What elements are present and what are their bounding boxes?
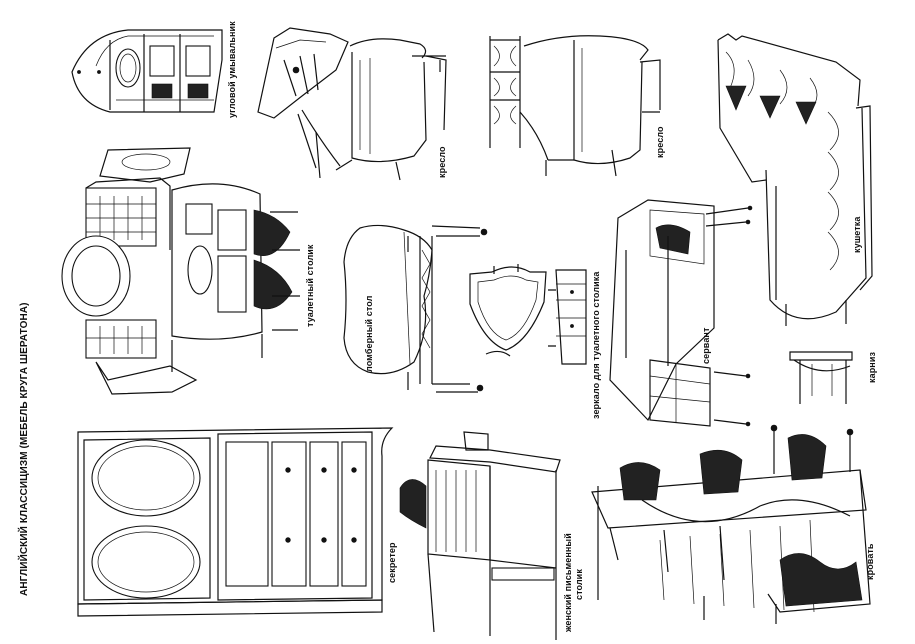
plate-title: АНГЛИЙСКИЙ КЛАССИЦИЗМ (МЕБЕЛЬ КРУГА ШЕРА… [19, 302, 30, 596]
label-cornice: карниз [867, 351, 877, 383]
label-bed: кровать [865, 543, 875, 580]
label-armchair-2: кресло [655, 126, 665, 158]
armchair-2-drawing [489, 35, 661, 177]
label-armchair-1: кресло [437, 146, 447, 178]
label-dressing-table: туалетный столик [305, 244, 315, 328]
label-dressing-mirror: зеркало для туалетного столика [591, 271, 601, 419]
secretaire-drawing [77, 427, 394, 617]
writing-table-drawing [399, 431, 561, 640]
label-card-table: ломберный стол [364, 295, 374, 372]
couch-drawing [717, 33, 873, 326]
card-table-drawing [343, 224, 488, 393]
label-writing-table-line2: столик [574, 569, 584, 600]
dressing-mirror-drawing [469, 264, 587, 365]
armchair-1-drawing [257, 27, 447, 181]
label-secretaire: секретер [387, 542, 397, 583]
label-couch: кушетка [852, 216, 862, 253]
label-corner-washstand: угловой умывальник [227, 21, 237, 118]
label-sideboard: сервант [701, 327, 711, 364]
dressing-table-drawing [61, 147, 300, 395]
corner-washstand-drawing [71, 29, 223, 113]
sideboard-drawing [609, 199, 753, 427]
label-writing-table-line1: женский письменный [563, 533, 573, 632]
cornice-drawing [789, 351, 853, 404]
bed-drawing [591, 424, 871, 624]
